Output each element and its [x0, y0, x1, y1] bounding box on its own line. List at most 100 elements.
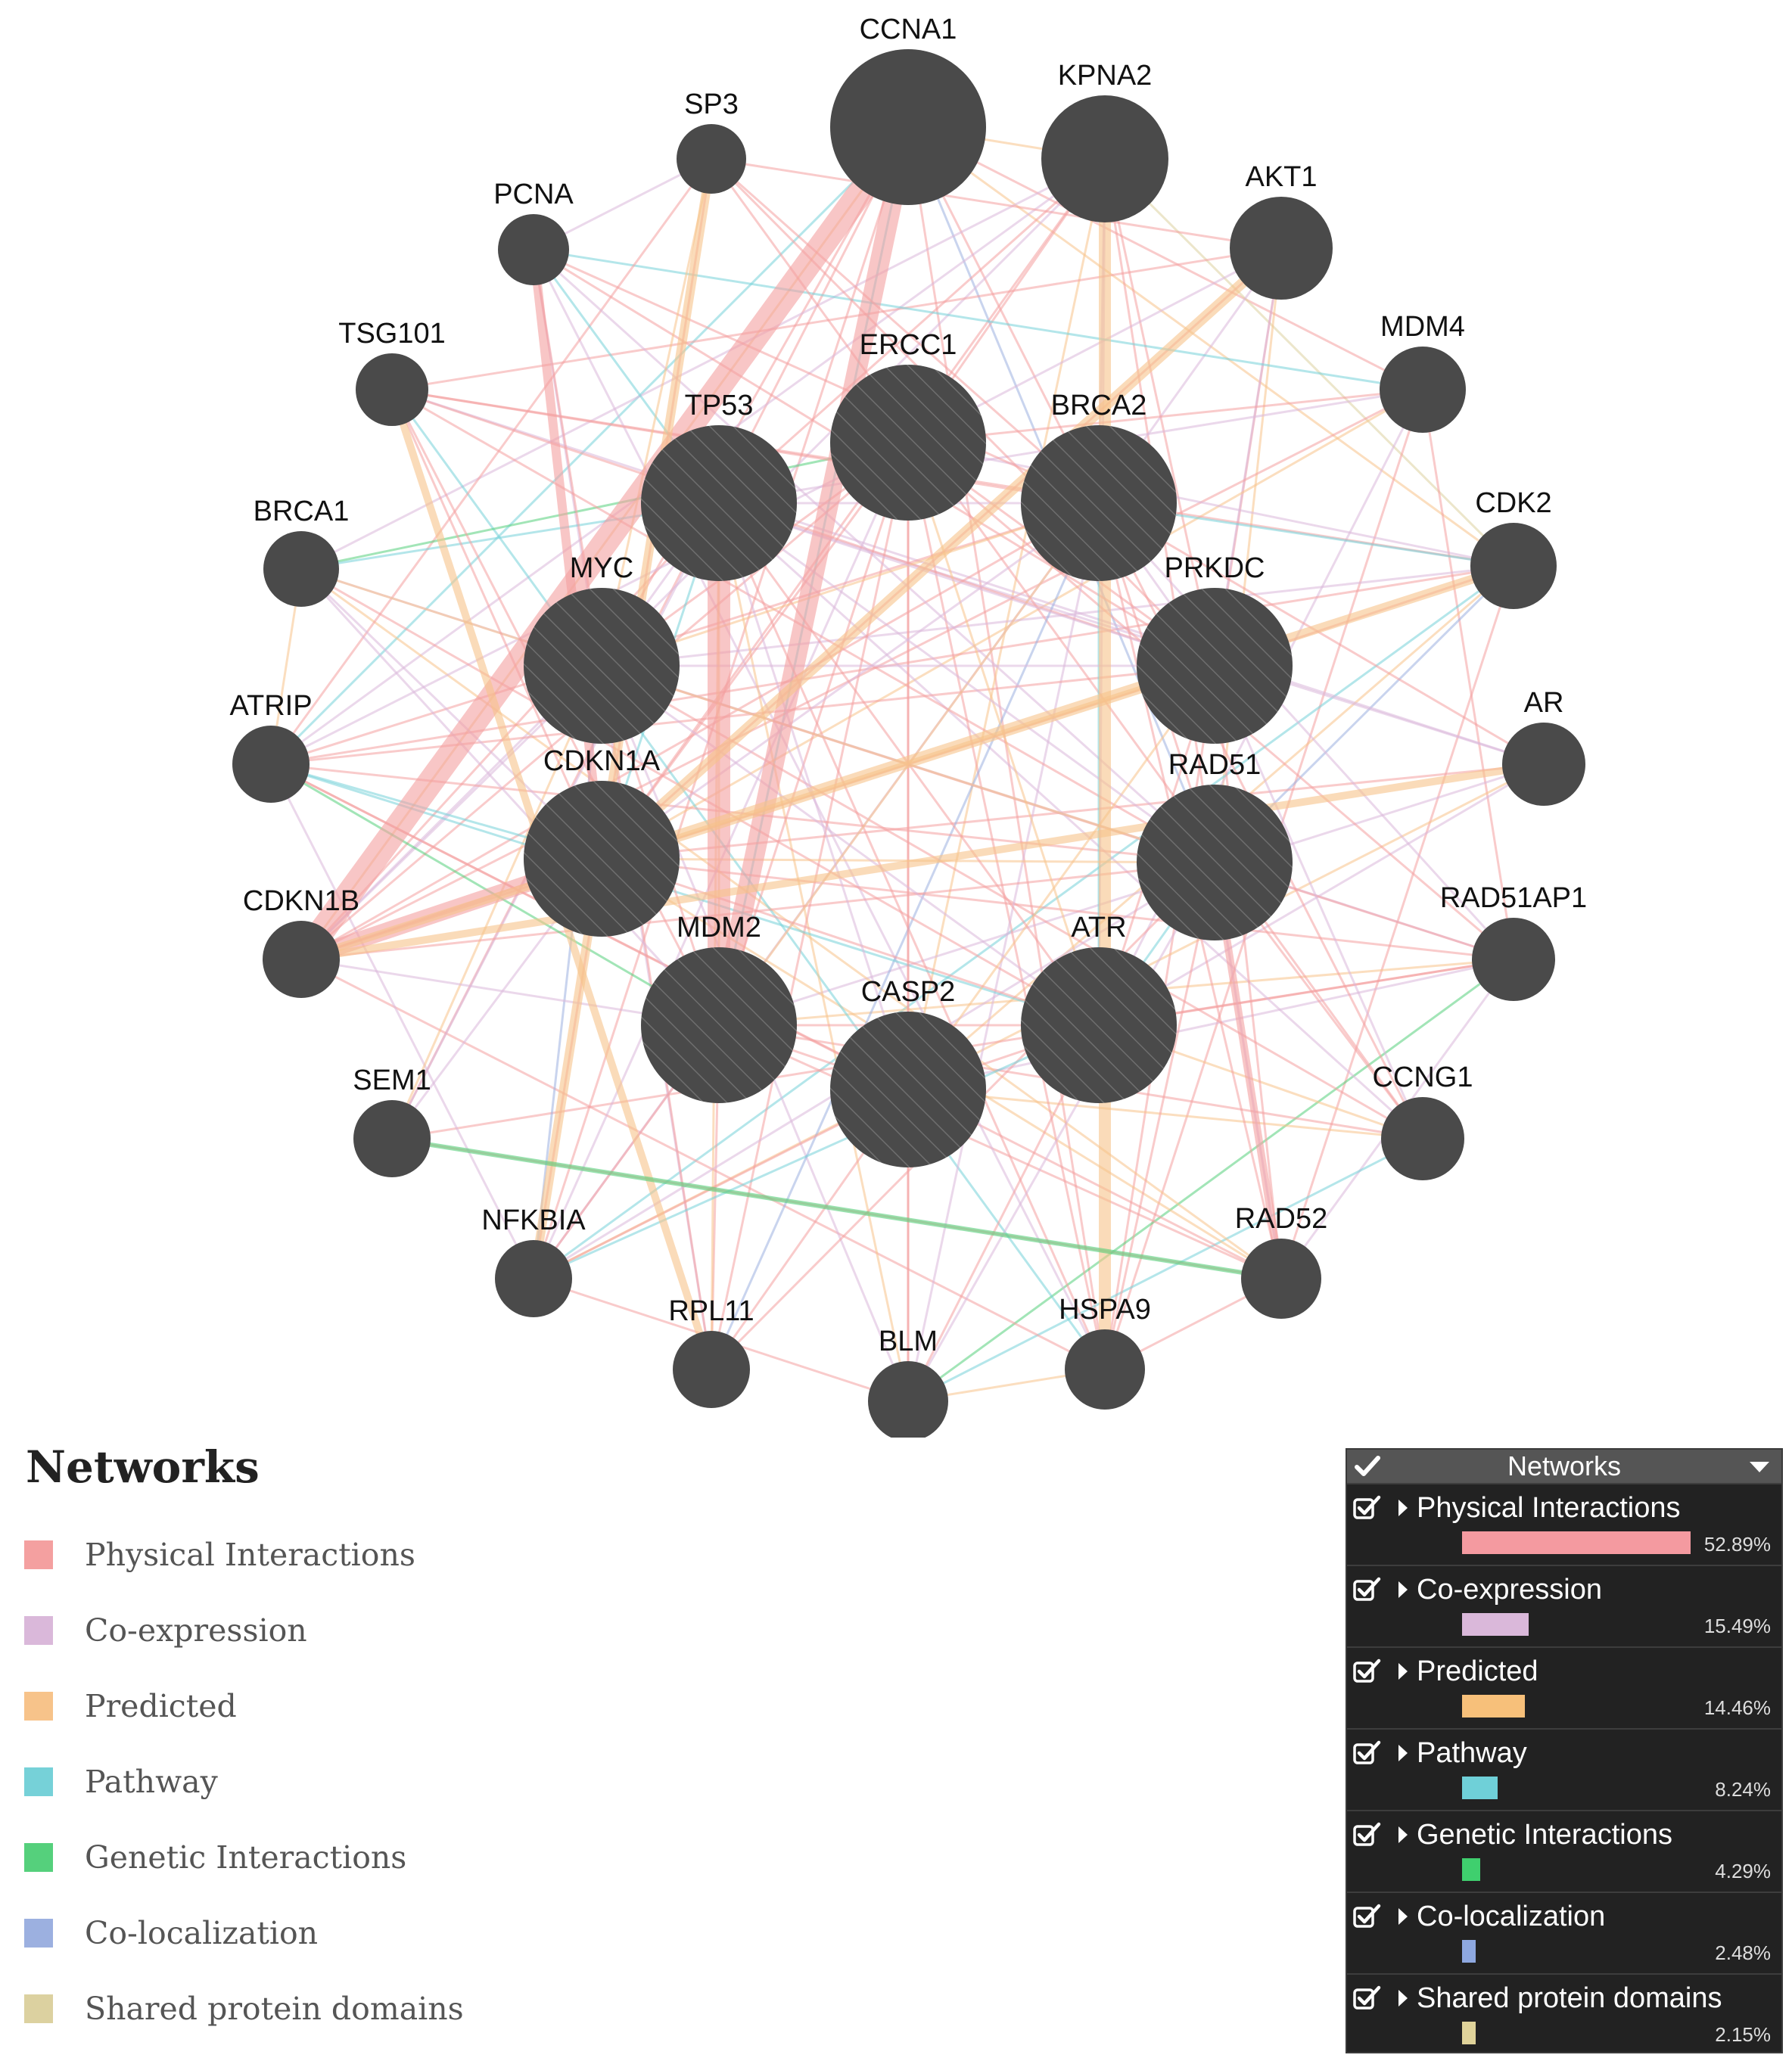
- node-label: RAD52: [1235, 1203, 1328, 1235]
- expand-arrow-icon[interactable]: [1398, 1581, 1408, 1598]
- gene-node-ccng1[interactable]: CCNG1: [1372, 1062, 1473, 1180]
- node-circle[interactable]: [641, 947, 797, 1103]
- node-circle[interactable]: [1241, 1239, 1321, 1319]
- panel-row-genetic-interactions[interactable]: Genetic Interactions 4.29%: [1347, 1810, 1781, 1892]
- checkbox-checked-icon[interactable]: [1353, 1577, 1382, 1602]
- caret-down-icon[interactable]: [1750, 1462, 1769, 1472]
- node-circle[interactable]: [673, 1331, 750, 1408]
- node-circle[interactable]: [830, 1012, 986, 1167]
- node-label: BLM: [879, 1326, 938, 1357]
- panel-row-shared-protein-domains[interactable]: Shared protein domains 2.15%: [1347, 1973, 1781, 2055]
- node-circle[interactable]: [1137, 588, 1293, 744]
- checkbox-checked-icon[interactable]: [1353, 1904, 1382, 1929]
- checkbox-checked-icon[interactable]: [1353, 1822, 1382, 1848]
- network-edge: [300, 958, 1106, 1371]
- expand-arrow-icon[interactable]: [1398, 1663, 1408, 1680]
- gene-node-rad52[interactable]: RAD52: [1235, 1203, 1328, 1319]
- legend-item-co-expression: Co-expression: [24, 1593, 569, 1668]
- gene-node-ercc1[interactable]: ERCC1: [830, 329, 986, 521]
- gene-node-ar[interactable]: AR: [1502, 687, 1585, 806]
- node-circle[interactable]: [830, 365, 986, 521]
- checkbox-checked-icon[interactable]: [1353, 1740, 1382, 1766]
- gene-node-cdk2[interactable]: CDK2: [1470, 487, 1557, 609]
- gene-node-myc[interactable]: MYC: [524, 552, 680, 744]
- checkbox-checked-icon[interactable]: [1353, 1658, 1382, 1684]
- node-circle[interactable]: [495, 1240, 572, 1317]
- gene-node-sp3[interactable]: SP3: [677, 89, 746, 194]
- network-edge: [1421, 388, 1515, 961]
- network-edge: [300, 567, 720, 1027]
- gene-node-cdkn1b[interactable]: CDKN1B: [243, 885, 359, 998]
- expand-arrow-icon[interactable]: [1398, 1990, 1408, 2007]
- gene-node-rad51[interactable]: RAD51: [1137, 749, 1293, 940]
- node-circle[interactable]: [1137, 785, 1293, 940]
- panel-row-physical-interactions[interactable]: Physical Interactions 52.89%: [1347, 1483, 1781, 1565]
- gene-node-brca2[interactable]: BRCA2: [1021, 390, 1177, 581]
- gene-node-hspa9[interactable]: HSPA9: [1059, 1294, 1151, 1410]
- panel-row-pathway[interactable]: Pathway 8.24%: [1347, 1728, 1781, 1810]
- gene-node-pcna[interactable]: PCNA: [493, 179, 574, 285]
- node-circle[interactable]: [1470, 523, 1557, 609]
- node-circle[interactable]: [830, 49, 986, 205]
- expand-arrow-icon[interactable]: [1398, 1826, 1408, 1843]
- checkbox-checked-icon[interactable]: [1353, 1985, 1382, 2011]
- row-label: Predicted: [1417, 1655, 1538, 1687]
- gene-node-rpl11[interactable]: RPL11: [668, 1295, 754, 1408]
- node-circle[interactable]: [498, 214, 569, 285]
- node-label: CDK2: [1475, 487, 1551, 519]
- gene-node-nfkbia[interactable]: NFKBIA: [481, 1205, 586, 1317]
- gene-node-mdm2[interactable]: MDM2: [641, 912, 797, 1103]
- node-circle[interactable]: [353, 1100, 431, 1177]
- panel-row-predicted[interactable]: Predicted 14.46%: [1347, 1646, 1781, 1728]
- node-circle[interactable]: [641, 425, 797, 581]
- node-circle[interactable]: [1021, 947, 1177, 1103]
- node-circle[interactable]: [1381, 1097, 1464, 1180]
- node-circle[interactable]: [1041, 95, 1168, 222]
- expand-arrow-icon[interactable]: [1398, 1908, 1408, 1925]
- gene-node-mdm4[interactable]: MDM4: [1380, 311, 1466, 433]
- gene-node-sem1[interactable]: SEM1: [353, 1065, 431, 1177]
- gene-node-casp2[interactable]: CASP2: [830, 976, 986, 1167]
- gene-node-tp53[interactable]: TP53: [641, 390, 797, 581]
- node-circle[interactable]: [524, 588, 680, 744]
- gene-node-atrip[interactable]: ATRIP: [229, 690, 313, 803]
- node-circle[interactable]: [677, 124, 746, 194]
- network-edge: [717, 502, 1424, 1140]
- select-all-check-icon[interactable]: [1355, 1454, 1380, 1478]
- checkbox-checked-icon[interactable]: [1353, 1495, 1382, 1521]
- node-circle[interactable]: [1230, 197, 1333, 300]
- node-circle[interactable]: [868, 1361, 948, 1438]
- panel-row-co-expression[interactable]: Co-expression 15.49%: [1347, 1565, 1781, 1646]
- gene-node-atr[interactable]: ATR: [1021, 912, 1177, 1103]
- panel-row-co-localization[interactable]: Co-localization 2.48%: [1347, 1892, 1781, 1973]
- node-circle[interactable]: [1380, 347, 1466, 433]
- gene-node-kpna2[interactable]: KPNA2: [1041, 60, 1168, 222]
- network-edge: [600, 502, 1100, 667]
- expand-arrow-icon[interactable]: [1398, 1745, 1408, 1761]
- node-circle[interactable]: [263, 921, 340, 998]
- node-circle[interactable]: [1021, 425, 1177, 581]
- network-edge: [907, 502, 1100, 1403]
- network-edge: [300, 388, 1424, 961]
- node-circle[interactable]: [524, 781, 680, 937]
- expand-arrow-icon[interactable]: [1398, 1500, 1408, 1516]
- gene-node-cdkn1a[interactable]: CDKN1A: [524, 745, 680, 937]
- gene-node-brca1[interactable]: BRCA1: [254, 496, 350, 607]
- gene-node-prkdc[interactable]: PRKDC: [1137, 552, 1293, 744]
- node-circle[interactable]: [1472, 918, 1555, 1001]
- network-edge: [532, 1024, 1100, 1280]
- node-circle[interactable]: [1502, 723, 1585, 806]
- gene-node-tsg101[interactable]: TSG101: [338, 318, 446, 426]
- node-circle[interactable]: [356, 353, 428, 426]
- row-weight-bar: [1462, 1613, 1529, 1636]
- network-edge: [600, 502, 1100, 860]
- legend-swatch: [24, 1994, 53, 2023]
- node-circle[interactable]: [1065, 1329, 1145, 1410]
- gene-node-blm[interactable]: BLM: [868, 1326, 948, 1438]
- gene-node-akt1[interactable]: AKT1: [1230, 161, 1333, 300]
- network-edge: [907, 1137, 1424, 1403]
- gene-node-ccna1[interactable]: CCNA1: [830, 14, 986, 205]
- node-circle[interactable]: [263, 531, 339, 607]
- gene-node-rad51ap1[interactable]: RAD51AP1: [1440, 882, 1587, 1001]
- node-circle[interactable]: [232, 726, 310, 803]
